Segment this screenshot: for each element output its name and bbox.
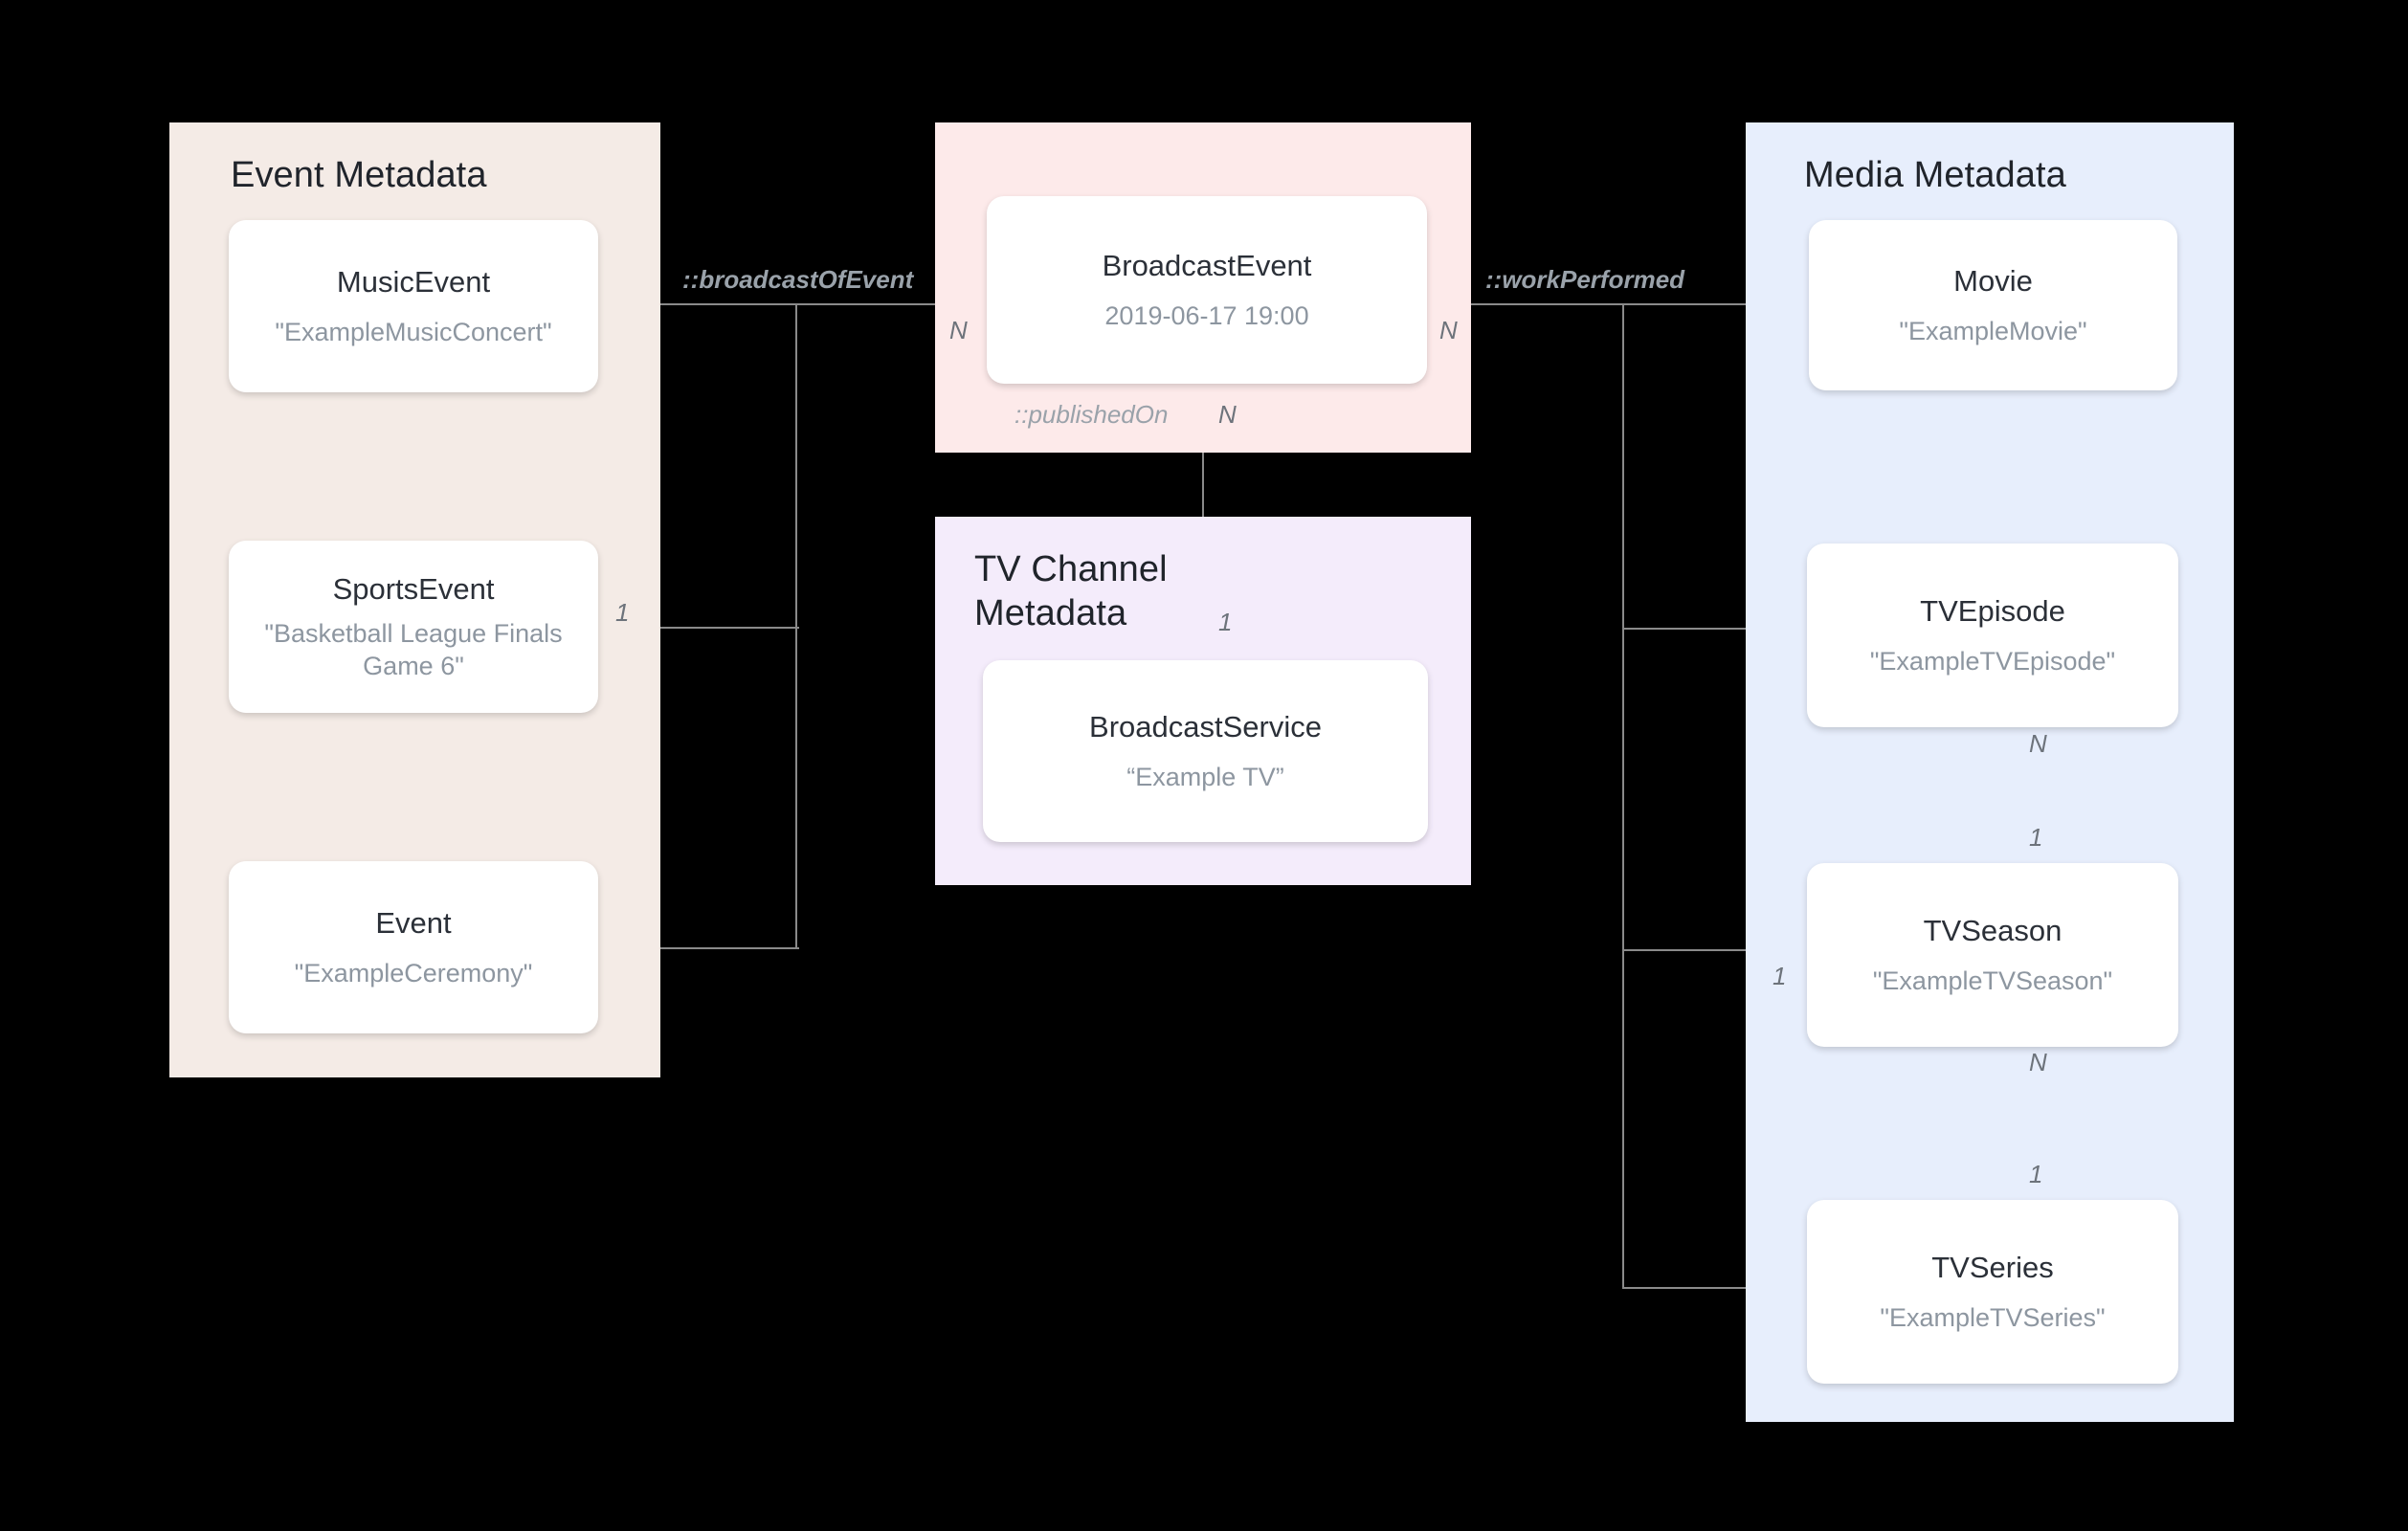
- card-broadcastservice-value: “Example TV”: [1126, 762, 1284, 791]
- connector-bus-to-tvepisode: [1622, 628, 1809, 630]
- relation-label-broadcastofevent: ::broadcastOfEvent: [682, 265, 914, 294]
- cardinality-broadcastservice-1: 1: [1218, 608, 1233, 636]
- card-broadcastevent-title: BroadcastEvent: [1102, 248, 1312, 282]
- card-broadcastservice-title: BroadcastService: [1089, 709, 1322, 743]
- connector-musicevent-bus: [598, 303, 799, 305]
- card-event-title: Event: [375, 905, 452, 940]
- card-tvseries-value: "ExampleTVSeries": [1880, 1302, 2106, 1332]
- card-tvepisode-value: "ExampleTVEpisode": [1869, 646, 2116, 676]
- cardinality-tvseries-1: 1: [2029, 1160, 2043, 1188]
- panel-tv-channel-metadata-title: TV Channel Metadata: [974, 549, 1168, 634]
- connector-sportsevent-bus: [598, 627, 799, 629]
- card-musicevent[interactable]: MusicEvent "ExampleMusicConcert": [229, 220, 598, 392]
- panel-event-metadata-title: Event Metadata: [231, 155, 487, 195]
- cardinality-publishedon-n: N: [1218, 400, 1237, 429]
- card-broadcastevent[interactable]: BroadcastEvent 2019-06-17 19:00: [987, 196, 1427, 384]
- connector-media-vertical-bus: [1622, 303, 1624, 1289]
- connector-broadcastevent-to-media: [1426, 303, 1809, 305]
- relation-label-publishedon: ::publishedOn: [1014, 400, 1169, 429]
- connector-bus-to-tvseries: [1622, 1287, 1809, 1289]
- card-sportsevent-value: "Basketball League Finals Game 6": [264, 618, 563, 680]
- panel-media-metadata-title: Media Metadata: [1804, 155, 2066, 195]
- card-tvseason-value: "ExampleTVSeason": [1872, 965, 2113, 995]
- card-tvseries[interactable]: TVSeries "ExampleTVSeries": [1807, 1200, 2178, 1384]
- card-movie-value: "ExampleMovie": [1899, 316, 2087, 345]
- cardinality-tvseason-bottom-n: N: [2029, 1048, 2047, 1076]
- connector-bus-to-tvseason: [1622, 949, 1809, 951]
- card-event[interactable]: Event "ExampleCeremony": [229, 861, 598, 1033]
- card-tvseason-title: TVSeason: [1923, 913, 2062, 947]
- connector-event-bus: [598, 947, 799, 949]
- connector-bus-to-broadcastevent: [795, 303, 987, 305]
- card-tvepisode[interactable]: TVEpisode "ExampleTVEpisode": [1807, 544, 2178, 727]
- cardinality-tvseason-left-1: 1: [1773, 962, 1787, 990]
- card-movie[interactable]: Movie "ExampleMovie": [1809, 220, 2177, 390]
- relation-label-workperformed: ::workPerformed: [1485, 265, 1685, 294]
- card-tvepisode-title: TVEpisode: [1920, 593, 2065, 628]
- card-event-value: "ExampleCeremony": [294, 958, 533, 987]
- card-musicevent-value: "ExampleMusicConcert": [275, 317, 552, 346]
- connector-event-vertical-bus: [795, 303, 797, 949]
- card-movie-title: Movie: [1953, 263, 2033, 298]
- card-sportsevent[interactable]: SportsEvent "Basketball League Finals Ga…: [229, 541, 598, 713]
- card-musicevent-title: MusicEvent: [336, 264, 491, 299]
- card-tvseason[interactable]: TVSeason "ExampleTVSeason": [1807, 863, 2178, 1047]
- cardinality-tvepisode-n: N: [2029, 729, 2047, 758]
- cardinality-broadcastevent-right-n: N: [1439, 316, 1458, 344]
- card-sportsevent-title: SportsEvent: [332, 571, 495, 606]
- cardinality-tvseason-top-1: 1: [2029, 823, 2043, 852]
- cardinality-broadcastevent-left-n: N: [949, 316, 968, 344]
- card-tvseries-title: TVSeries: [1931, 1250, 2054, 1284]
- card-broadcastservice[interactable]: BroadcastService “Example TV”: [983, 660, 1428, 842]
- cardinality-sportsevent-1: 1: [615, 598, 630, 627]
- card-broadcastevent-value: 2019-06-17 19:00: [1104, 300, 1309, 330]
